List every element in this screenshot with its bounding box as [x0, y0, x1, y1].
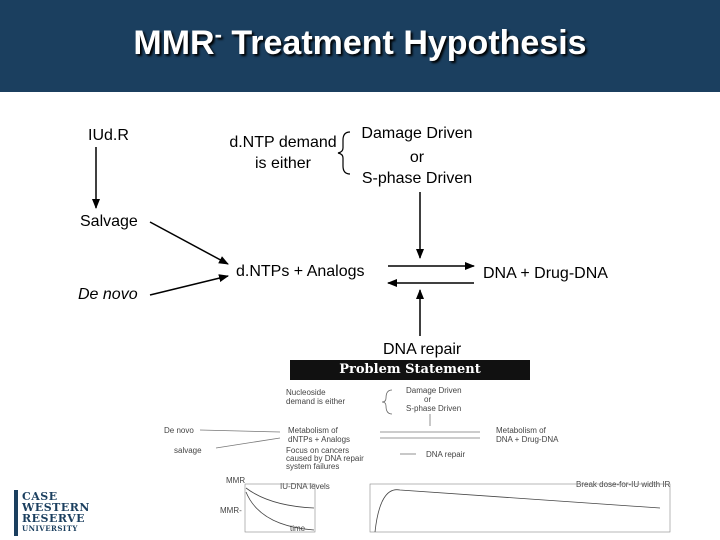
thumb-focus-1: Focus on cancers — [286, 446, 350, 455]
salvage-to-dntps-arrow — [149, 221, 229, 265]
thumb-sphase-driven: S-phase Driven — [406, 404, 462, 413]
title-superscript: - — [214, 22, 222, 47]
dntp-demand-label: d.NTP demand — [229, 134, 337, 151]
problem-statement-thumbnail: Problem Statement Nucleoside demand is e… — [160, 356, 680, 536]
thumb-dna-repair: DNA repair — [426, 450, 466, 459]
or-label: or — [409, 149, 425, 166]
thumb-nucleoside-2: demand is either — [286, 397, 346, 406]
is-either-label: is either — [254, 155, 312, 172]
logo-line-3: RESERVE — [22, 512, 86, 525]
logo-line-1: CASE — [22, 490, 58, 503]
thumb-note: Break dose-for-IU width IR — [576, 480, 671, 489]
title-rest: Treatment Hypothesis — [221, 24, 587, 62]
denovo-to-dntps-arrow — [149, 274, 229, 296]
thumb-focus-2: caused by DNA repair — [286, 454, 364, 463]
dntps-analogs-label: d.NTPs + Analogs — [236, 263, 365, 280]
thumb-salvage: salvage — [174, 446, 202, 455]
de-novo-label: De novo — [78, 286, 138, 303]
title-main: MMR — [133, 24, 215, 62]
brace-shape — [337, 131, 351, 175]
iudr-label: IUd.R — [88, 127, 129, 144]
logo-line-4: UNIVERSITY — [22, 524, 78, 533]
thumb-iu-dna: IU-DNA levels — [280, 482, 330, 491]
title-bar: MMR- Treatment Hypothesis — [0, 0, 720, 92]
university-logo: CASE WESTERN RESERVE UNIVERSITY — [14, 490, 89, 536]
logo-line-2: WESTERN — [22, 501, 90, 514]
thumb-focus-3: system failures — [286, 462, 340, 471]
thumb-metab2-1: Metabolism of — [496, 426, 546, 435]
thumb-damage-driven: Damage Driven — [406, 386, 462, 395]
thumb-mmr: MMR — [226, 476, 246, 485]
damage-driven-label: Damage Driven — [361, 125, 473, 142]
thumb-mmr-minus: MMR- — [220, 506, 242, 515]
thumb-metab1-1: Metabolism of — [288, 426, 338, 435]
logo-bar — [14, 490, 18, 536]
dna-repair-label: DNA repair — [383, 341, 462, 358]
thumbnail-heading: Problem Statement — [290, 360, 530, 380]
thumb-metab2-2: DNA + Drug-DNA — [496, 435, 559, 444]
thumb-nucleoside-1: Nucleoside — [286, 388, 326, 397]
thumb-or: or — [424, 395, 432, 404]
sphase-driven-label: S-phase Driven — [361, 170, 473, 187]
slide-title: MMR- Treatment Hypothesis — [0, 22, 720, 63]
thumb-de-novo: De novo — [164, 426, 194, 435]
salvage-label: Salvage — [80, 213, 138, 230]
thumb-time: time — [290, 524, 306, 533]
thumbnail-graphics — [199, 389, 671, 533]
dna-drug-dna-label: DNA + Drug-DNA — [483, 265, 608, 282]
thumb-metab1-2: dNTPs + Analogs — [288, 435, 351, 444]
